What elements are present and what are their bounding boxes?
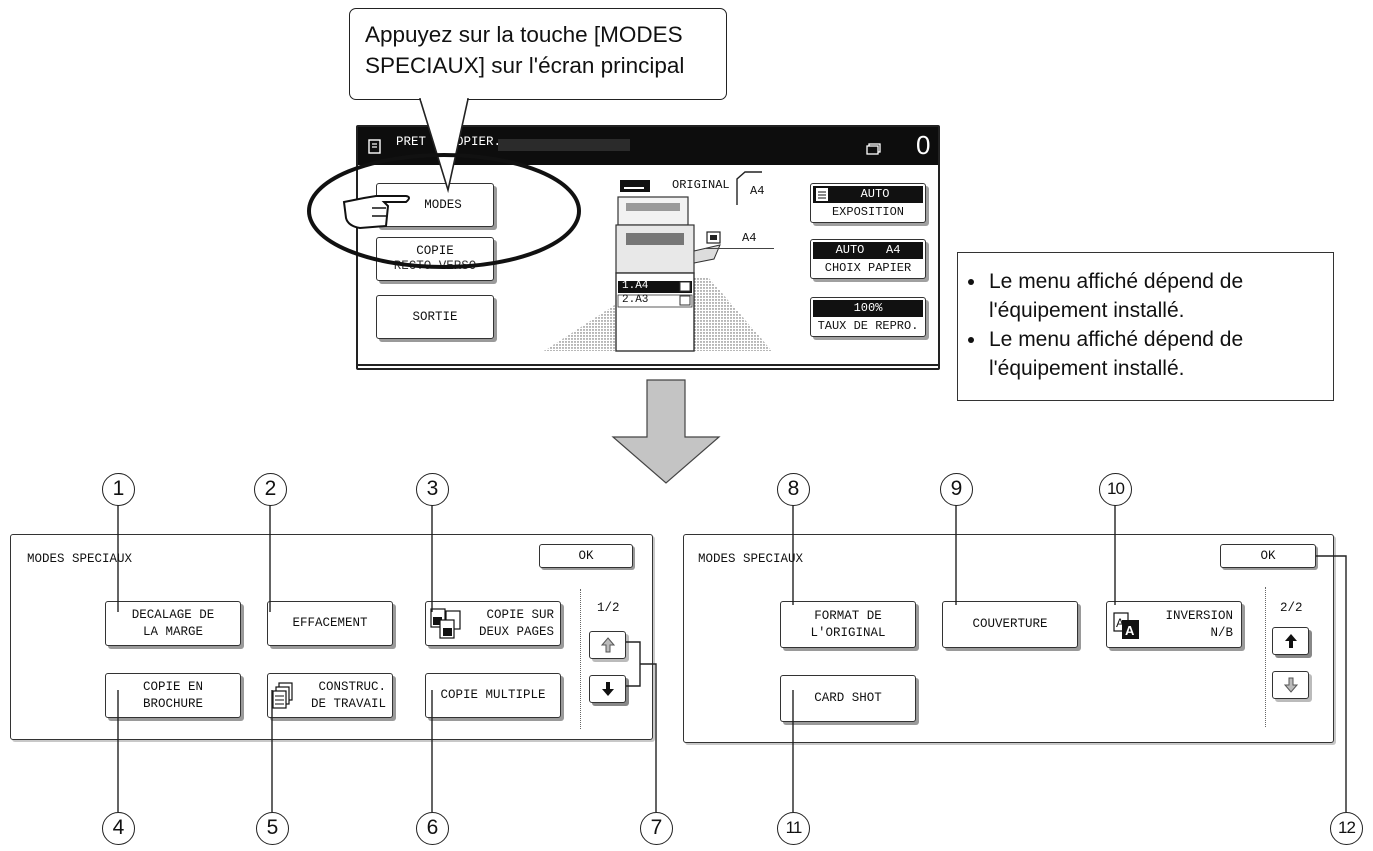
black-white-reverse-icon: A A — [1113, 612, 1139, 639]
multi-shot-button[interactable]: COPIE MULTIPLE — [425, 673, 561, 718]
up-arrow-icon — [600, 637, 615, 653]
output-size: A4 — [742, 231, 757, 245]
special-modes-panel-page-1: MODES SPECIAUX OK DECALAGE DE LA MARGE E… — [10, 534, 653, 740]
exposure-button[interactable]: AUTO EXPOSITION — [810, 183, 926, 223]
callout-number-2: 2 — [254, 473, 287, 506]
original-label: ORIGINAL — [672, 178, 730, 192]
copier-machine-illustration — [544, 180, 772, 352]
scroll-down-button[interactable] — [589, 675, 626, 703]
ok-button[interactable]: OK — [1220, 544, 1316, 568]
duplex-label-bottom: RECTO-VERSO — [393, 259, 477, 273]
pamphlet-copy-button[interactable]: COPIE EN BROCHURE — [105, 673, 241, 718]
callout-number-6: 6 — [416, 812, 449, 845]
document-icon — [368, 139, 381, 154]
tray-2-label: 2.A3 — [622, 294, 649, 306]
card-shot-button[interactable]: CARD SHOT — [780, 675, 916, 722]
callout-number-4: 4 — [102, 812, 135, 845]
page-indicator: 2/2 — [1280, 601, 1303, 615]
callout-number-11: 11 — [777, 812, 810, 845]
svg-text:A: A — [1116, 616, 1124, 630]
erase-button[interactable]: EFFACEMENT — [267, 601, 393, 646]
dual-page-copy-button[interactable]: COPIE SUR DEUX PAGES — [425, 601, 561, 646]
status-bar: PRET A COPIER. 0 — [358, 127, 938, 165]
up-arrow-icon — [1284, 634, 1297, 648]
duplex-copy-button[interactable]: COPIE RECTO-VERSO — [376, 237, 494, 281]
down-arrow-icon — [611, 379, 721, 484]
job-build-button[interactable]: CONSTRUC. DE TRAVAIL — [267, 673, 393, 718]
callout-number-5: 5 — [256, 812, 289, 845]
panel-title: MODES SPECIAUX — [27, 552, 133, 566]
original-size: A4 — [750, 184, 765, 198]
down-arrow-icon — [601, 682, 614, 696]
duplex-label-top: COPIE — [416, 244, 454, 258]
job-queue-icon — [866, 143, 881, 155]
page-indicator: 1/2 — [597, 601, 620, 615]
scroll-up-button[interactable] — [1272, 627, 1309, 655]
original-page-icon — [736, 171, 762, 205]
pointing-hand-icon — [342, 195, 410, 230]
original-size-button[interactable]: FORMAT DE L'ORIGINAL — [780, 601, 916, 648]
margin-shift-button[interactable]: DECALAGE DE LA MARGE — [105, 601, 241, 646]
callout-number-7: 7 — [640, 812, 673, 845]
callout-number-12: 12 — [1330, 812, 1363, 845]
ok-button[interactable]: OK — [539, 544, 633, 568]
equipment-note: Le menu affiché dépend de l'équipement i… — [957, 252, 1334, 401]
dual-page-copy-icon — [430, 608, 461, 639]
black-white-reverse-button[interactable]: A A INVERSION N/B — [1106, 601, 1242, 648]
exposure-label: EXPOSITION — [831, 205, 904, 219]
copy-ratio-label: TAUX DE REPRO. — [817, 319, 919, 333]
main-copy-screen: PRET A COPIER. 0 MODES SPECIAUX COPIE RE… — [356, 125, 940, 370]
copy-ratio-value: 100% — [813, 300, 923, 317]
special-modes-panel-page-2: MODES SPECIAUX OK FORMAT DE L'ORIGINAL C… — [683, 534, 1334, 743]
output-tray-icon — [706, 231, 721, 244]
note-item: Le menu affiché dépend de l'équipement i… — [987, 325, 1333, 383]
covers-button[interactable]: COUVERTURE — [942, 601, 1078, 648]
status-text: PRET A COPIER. — [396, 135, 502, 149]
callout-number-9: 9 — [940, 473, 973, 506]
copy-count: 0 — [916, 130, 931, 160]
paper-select-label: CHOIX PAPIER — [824, 261, 912, 275]
svg-text:A: A — [1125, 623, 1135, 638]
scroll-up-button[interactable] — [589, 631, 626, 659]
exposure-value: AUTO — [813, 186, 923, 203]
panel-title: MODES SPECIAUX — [698, 552, 804, 566]
callout-number-1: 1 — [102, 473, 135, 506]
callout-number-3: 3 — [416, 473, 449, 506]
copy-ratio-button[interactable]: 100% TAUX DE REPRO. — [810, 297, 926, 337]
job-build-icon — [272, 682, 293, 709]
callout-number-8: 8 — [777, 473, 810, 506]
down-arrow-icon — [1283, 677, 1298, 693]
note-item: Le menu affiché dépend de l'équipement i… — [987, 267, 1333, 325]
scroll-down-button[interactable] — [1272, 671, 1309, 699]
callout-number-10: 10 — [1099, 473, 1132, 506]
exposure-icon — [816, 188, 828, 201]
paper-select-value: AUTO A4 — [813, 242, 923, 259]
output-button[interactable]: SORTIE — [376, 295, 494, 339]
tray-1-label: 1.A4 — [622, 280, 649, 292]
instruction-callout: Appuyez sur la touche [MODES SPECIAUX] s… — [349, 8, 727, 100]
paper-select-button[interactable]: AUTO A4 CHOIX PAPIER — [810, 239, 926, 279]
